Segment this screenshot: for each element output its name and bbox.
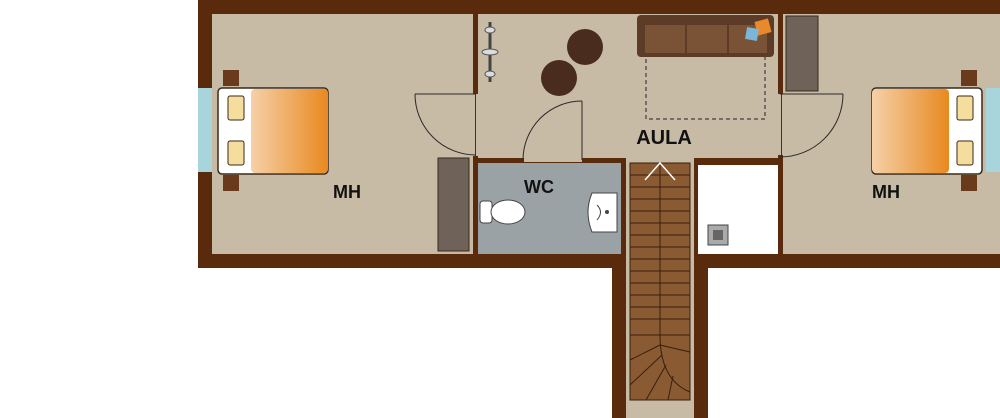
- wc-fixtures: [479, 192, 618, 233]
- wall-stair-right: [694, 158, 698, 254]
- nightstand-right-top: [961, 70, 977, 86]
- door-left-bedroom: [414, 93, 477, 156]
- wall-closet-top: [694, 158, 782, 163]
- label-toilet: WC: [524, 177, 554, 197]
- pillow-left-bottom: [227, 140, 245, 166]
- wall-toilet-top-left: [478, 158, 524, 163]
- pillow-right-top: [956, 95, 974, 121]
- bedroom-left-furniture: [217, 70, 470, 252]
- hall-furniture: [481, 15, 774, 120]
- stair-winder: [629, 334, 691, 401]
- wardrobe-right: [785, 15, 819, 92]
- pillow-left-top: [227, 95, 245, 121]
- toilet-icon: [479, 199, 526, 225]
- door-toilet: [522, 100, 583, 161]
- stool-lower: [541, 60, 577, 96]
- wall-left-bedroom-hall-lower: [473, 156, 478, 254]
- wall-right-bedroom-hall-upper: [778, 14, 783, 94]
- label-bedroom-left: MH: [333, 182, 361, 202]
- wall-toilet-top-right: [582, 158, 626, 163]
- wall-right-bedroom-hall-lower: [778, 155, 783, 254]
- pillow-right-bottom: [956, 140, 974, 166]
- door-right-bedroom: [779, 93, 844, 158]
- interior-walls: [473, 14, 783, 254]
- window-right: [986, 88, 1000, 172]
- nightstand-right-bottom: [961, 175, 977, 191]
- wall-left-bedroom-hall-upper: [473, 14, 478, 94]
- bedroom-right-furniture: [785, 15, 983, 191]
- bed-right-cover: [872, 89, 949, 173]
- windows: [198, 88, 1000, 172]
- nightstand-left-bottom: [223, 175, 239, 191]
- label-hall: AULA: [636, 127, 692, 149]
- wall-toilet-right: [621, 158, 626, 254]
- sofa-icon: [637, 15, 774, 57]
- coat-rack-icon: [481, 22, 499, 82]
- stool-upper: [567, 29, 603, 65]
- doors: [414, 93, 844, 161]
- nightstand-left-top: [223, 70, 239, 86]
- water-heater-icon: [707, 224, 729, 246]
- window-left: [198, 88, 212, 172]
- label-bedroom-right: MH: [872, 182, 900, 202]
- sink-icon: [587, 192, 618, 233]
- bed-left-cover: [251, 89, 328, 173]
- staircase: [629, 161, 691, 401]
- wardrobe-left: [437, 157, 470, 252]
